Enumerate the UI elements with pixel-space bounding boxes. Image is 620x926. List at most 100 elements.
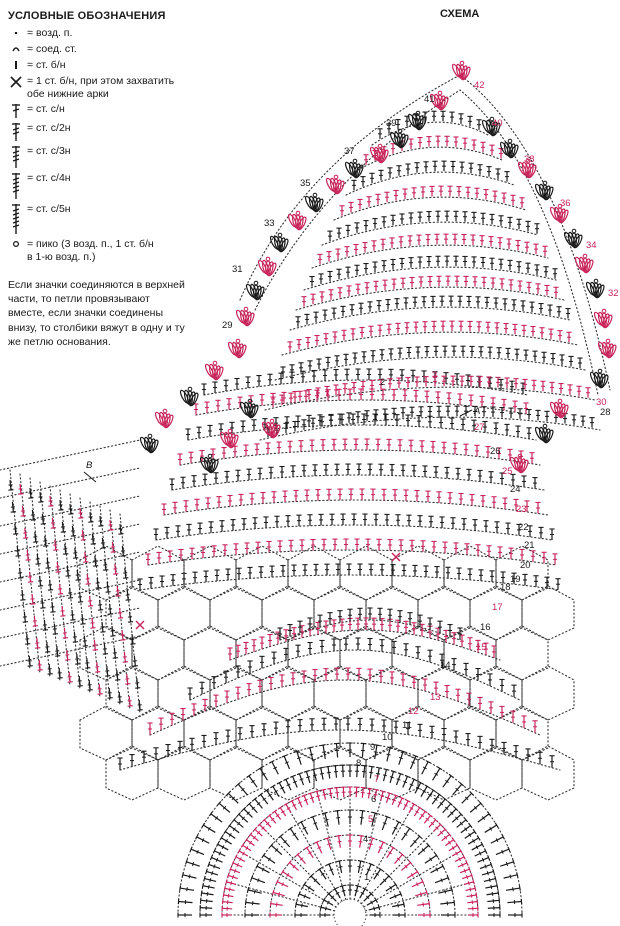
petal (154, 408, 174, 429)
legend-title: УСЛОВНЫЕ ОБОЗНАЧЕНИЯ (8, 10, 166, 22)
row-number: 33 (264, 218, 275, 229)
petal (549, 203, 569, 224)
scheme-title: СХЕМА (440, 8, 480, 20)
row-number: 38 (524, 154, 535, 165)
legend-item-tr3: = ст. с/3н (8, 145, 223, 169)
petal (574, 253, 594, 274)
petal (429, 90, 449, 111)
stitch-rows (8, 110, 595, 918)
petal (269, 232, 289, 253)
row-number: 25 (502, 466, 513, 477)
petal (499, 138, 519, 159)
legend-item-tr2: = ст. с/2н (8, 122, 223, 142)
row-number: 26 (490, 446, 501, 457)
chain-stitch-icon (8, 27, 24, 39)
petal (563, 228, 583, 249)
row-number: 4 (363, 834, 368, 845)
row-number: 3 (432, 370, 437, 381)
petal (407, 110, 427, 131)
treble-2-icon (8, 122, 24, 142)
row-number: 12 (408, 706, 419, 717)
row-number: 39 (386, 118, 397, 129)
picot-icon (8, 238, 24, 250)
legend-label: = 1 ст. б/н, при этом захватить обе нижн… (27, 74, 175, 100)
legend-item-sc: = ст. б/н (8, 59, 223, 72)
cross-stitch-icon (8, 75, 24, 89)
slip-stitch-icon (8, 43, 24, 55)
petal (589, 368, 609, 389)
row-number: 11 (402, 720, 412, 731)
row-number: 17 (492, 602, 503, 613)
petal (227, 338, 247, 359)
petal (585, 278, 605, 299)
row-number: 8 (356, 758, 361, 769)
single-crochet-icon (8, 59, 24, 71)
petal (199, 453, 219, 474)
row-number: 9 (370, 742, 375, 753)
petal (481, 116, 501, 137)
petal (593, 308, 613, 329)
legend-item-tr4: = ст. с/4н (8, 172, 223, 200)
petal (325, 174, 345, 195)
legend-label: = ст. с/2н (27, 122, 71, 135)
row-number: 18 (500, 582, 511, 593)
legend-item-slip: = соед. ст. (8, 43, 223, 56)
row-numbers: 1234567891011121314151617181920212223242… (83, 80, 619, 883)
row-number: 23 (516, 504, 527, 515)
row-number: 42 (474, 80, 485, 91)
petal (235, 306, 255, 327)
row-number: 22 (518, 522, 529, 533)
row-number: 34 (586, 240, 597, 251)
legend-label: = возд. п. (27, 27, 73, 40)
legend-item-cross: = 1 ст. б/н, при этом захватить обе нижн… (8, 75, 223, 101)
petal (389, 128, 409, 149)
petal (534, 180, 554, 201)
petal (287, 210, 307, 231)
petal (204, 360, 224, 381)
row-number: 24 (510, 484, 521, 495)
row-number: 16 (480, 622, 491, 633)
legend-label: = ст. с/3н (27, 145, 71, 158)
treble-3-icon (8, 145, 24, 169)
row-number: 14 (440, 660, 451, 671)
legend-note: Если значки соединяются в верхней части,… (8, 278, 185, 348)
legend-item-dc: = ст. с/н (8, 103, 223, 119)
petal (597, 338, 617, 359)
petal (369, 143, 389, 164)
row-number: 6 (371, 794, 376, 805)
petal (304, 192, 324, 213)
marker-b: В (86, 460, 93, 471)
petal (509, 453, 529, 474)
row-number: 41 (424, 94, 435, 105)
row-number: 35 (300, 178, 311, 189)
row-number: 29 (222, 320, 233, 331)
legend-label: = пико (3 возд. п., 1 ст. б/н в 1-ю возд… (27, 238, 154, 264)
row-number: 27 (474, 422, 485, 433)
row-number: 15 (476, 642, 487, 653)
petal (257, 256, 277, 277)
row-number: 28 (600, 407, 611, 418)
row-number: 21 (524, 540, 535, 551)
legend-item-chain: = возд. п. (8, 27, 223, 40)
double-crochet-icon (8, 103, 24, 119)
legend-label: = ст. с/н (27, 103, 65, 116)
petal (344, 158, 364, 179)
petal (219, 428, 239, 449)
petal (179, 386, 199, 407)
marker-a: А (473, 406, 480, 417)
treble-4-icon (8, 172, 24, 200)
row-number: 37 (344, 146, 355, 157)
petal (517, 158, 537, 179)
row-number: 10 (382, 732, 393, 743)
petal (239, 398, 259, 419)
legend-label: = соед. ст. (27, 43, 77, 56)
legend-label: = ст. с/5н (27, 203, 71, 216)
row-number: 31 (232, 264, 243, 275)
petal (534, 423, 554, 444)
legend-label: = ст. с/4н (27, 172, 71, 185)
row-number: 1 (364, 872, 369, 883)
row-number: 30 (596, 397, 607, 408)
petal (451, 60, 471, 81)
legend-item-picot: = пико (3 возд. п., 1 ст. б/н в 1-ю возд… (8, 238, 223, 264)
